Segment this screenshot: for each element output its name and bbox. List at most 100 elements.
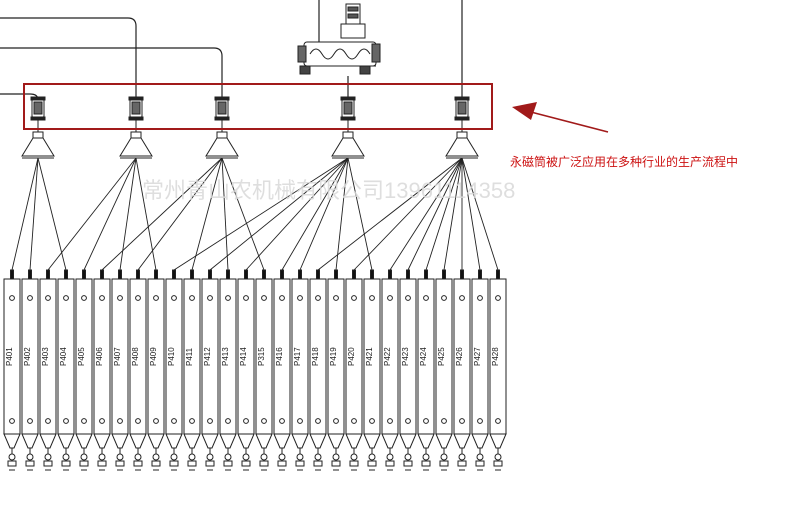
bin-p422: P422 [381, 269, 399, 471]
feed-line [221, 157, 229, 271]
distributor-cones [21, 131, 479, 159]
bin-p406: P406 [93, 269, 111, 471]
bin-p416: P416 [273, 269, 291, 471]
feed-line [47, 157, 137, 271]
bin-label: P427 [473, 347, 482, 366]
bin-label: P419 [329, 347, 338, 366]
feed-line [83, 157, 137, 271]
bin-p411: P411 [183, 269, 201, 471]
bin-p410: P410 [165, 269, 183, 471]
bin-p315: P315 [255, 269, 273, 471]
bin-label: P425 [437, 347, 446, 366]
distributor-cone-icon [119, 131, 153, 159]
distributor-cone-icon [445, 131, 479, 159]
feed-line [407, 157, 463, 271]
bin-p421: P421 [363, 269, 381, 471]
magnet-cylinders [30, 96, 470, 138]
feed-line [37, 157, 67, 271]
feed-line [335, 157, 349, 271]
feed-line [101, 157, 223, 271]
bin-label: P423 [401, 347, 410, 366]
magnet-cylinder-icon [454, 96, 470, 138]
feed-line [317, 157, 463, 271]
bin-label: P420 [347, 347, 356, 366]
bin-label: P405 [77, 347, 86, 366]
bin-label: P414 [239, 347, 248, 366]
screw-conveyor-machine-icon [297, 3, 381, 75]
bin-label: P315 [257, 347, 266, 366]
bin-label: P410 [167, 347, 176, 366]
feed-line [461, 157, 481, 271]
pipe-to-magnet-2 [0, 17, 137, 100]
bin-p417: P417 [291, 269, 309, 471]
magnet-highlight-box [23, 83, 493, 130]
feed-line [347, 157, 373, 271]
bin-p407: P407 [111, 269, 129, 471]
feed-line [191, 157, 223, 271]
bin-label: P409 [149, 347, 158, 366]
bin-p427: P427 [471, 269, 489, 471]
feed-line [221, 157, 265, 271]
bin-p409: P409 [147, 269, 165, 471]
bin-label: P404 [59, 347, 68, 366]
bin-label: P413 [221, 347, 230, 366]
annotation-arrow [512, 102, 609, 133]
bin-p413: P413 [219, 269, 237, 471]
bin-label: P426 [455, 347, 464, 366]
feed-line [299, 157, 349, 271]
bin-p420: P420 [345, 269, 363, 471]
bin-p404: P404 [57, 269, 75, 471]
bin-p428: P428 [489, 269, 507, 471]
magnet-cylinder-icon [214, 96, 230, 138]
feed-line [119, 157, 137, 271]
feed-line [461, 157, 499, 271]
bin-p405: P405 [75, 269, 93, 471]
distribution-lines [11, 157, 499, 271]
bin-label: P422 [383, 347, 392, 366]
bin-label: P428 [491, 347, 500, 366]
distributor-cone-icon [205, 131, 239, 159]
bin-label: P416 [275, 347, 284, 366]
bin-label: P421 [365, 347, 374, 366]
bin-p418: P418 [309, 269, 327, 471]
bin-label: P402 [23, 347, 32, 366]
bin-p419: P419 [327, 269, 345, 471]
feed-line [135, 157, 157, 271]
feed-line [29, 157, 39, 271]
pipe-to-magnet-3 [0, 47, 223, 100]
bin-p414: P414 [237, 269, 255, 471]
watermark-text: 常州青山农机械有限公司13961114358 [142, 178, 515, 203]
bin-label: P406 [95, 347, 104, 366]
bin-p402: P402 [21, 269, 39, 471]
feed-line [389, 157, 463, 271]
feed-line [443, 157, 463, 271]
feed-line [245, 157, 349, 271]
bin-p412: P412 [201, 269, 219, 471]
bin-p401: P401 [3, 269, 21, 471]
feed-line [173, 157, 349, 271]
bin-label: P407 [113, 347, 122, 366]
bin-p408: P408 [129, 269, 147, 471]
bin-label: P411 [185, 347, 194, 366]
bin-label: P417 [293, 347, 302, 366]
feed-pipes [0, 0, 463, 101]
feed-line [11, 157, 39, 271]
bin-p403: P403 [39, 269, 57, 471]
bin-p426: P426 [453, 269, 471, 471]
feed-line [425, 157, 463, 271]
distributor-cone-icon [331, 131, 365, 159]
bin-label: P408 [131, 347, 140, 366]
magnet-cylinder-icon [340, 96, 356, 138]
bin-label: P424 [419, 347, 428, 366]
bin-label: P418 [311, 347, 320, 366]
feed-line [353, 157, 463, 271]
magnet-cylinder-icon [128, 96, 144, 138]
bin-label: P412 [203, 347, 212, 366]
bin-p423: P423 [399, 269, 417, 471]
bin-p425: P425 [435, 269, 453, 471]
annotation-text: 永磁筒被广泛应用在多种行业的生产流程中 [510, 154, 738, 169]
bin-label: P401 [5, 347, 14, 366]
feed-line [209, 157, 349, 271]
